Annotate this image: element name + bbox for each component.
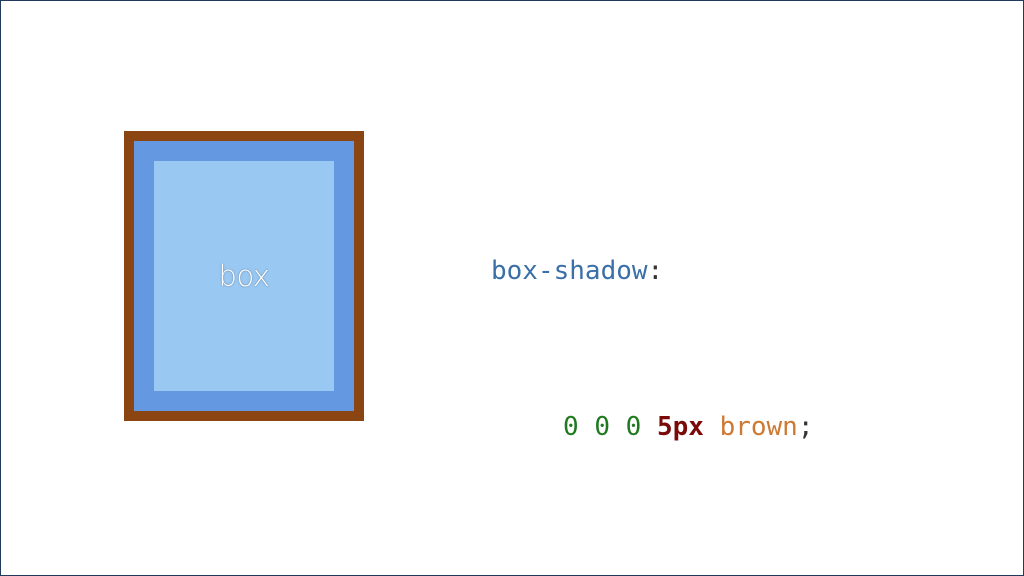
css-spread: 5px — [656, 412, 704, 442]
code-line-property: box-shadow: — [491, 245, 814, 297]
css-property: box-shadow — [491, 256, 648, 286]
css-color-keyword: brown — [719, 412, 798, 442]
css-semicolon: ; — [797, 412, 814, 442]
css-blur: 0 — [625, 412, 642, 442]
code-snippet: box-shadow: 0 0 0 5px brown; — [491, 141, 814, 557]
box-shadow-ring: box — [124, 131, 364, 421]
css-offset-x: 0 — [563, 412, 579, 442]
css-colon: : — [647, 256, 664, 286]
box-content-area: box — [154, 161, 334, 391]
code-line-value: 0 0 0 5px brown; — [491, 401, 814, 453]
css-offset-y: 0 — [594, 412, 610, 442]
box-label: box — [218, 259, 270, 293]
box-padding-area: box — [134, 141, 354, 411]
